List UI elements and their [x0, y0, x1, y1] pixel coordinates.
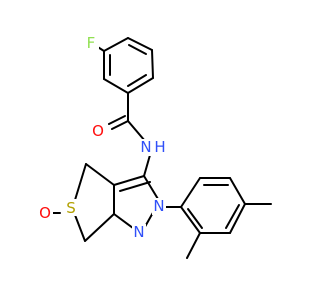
chemical-structure-diagram: F O N H N N S O: [37, 34, 272, 259]
aromatic-bond: [225, 204, 240, 229]
carbonyl-double-bond: [108, 115, 126, 125]
amide-nitrogen-label: N: [140, 138, 151, 156]
fluorine-atom-label: F: [87, 34, 96, 52]
carbonyl-double-bond: [111, 120, 129, 130]
bond: [127, 77, 154, 94]
bond: [127, 120, 146, 142]
bond: [127, 37, 153, 51]
sulfur-label: S: [66, 199, 76, 217]
bond: [113, 175, 145, 186]
amide-group: [108, 92, 151, 177]
methyl-bond: [186, 232, 201, 259]
bond: [85, 163, 115, 186]
bond: [74, 214, 86, 242]
bond: [229, 203, 246, 234]
atom-labels: F O N H N N S O: [37, 34, 166, 241]
aromatic-bond: [187, 208, 203, 229]
bond: [103, 78, 129, 94]
sulfoxide-oxygen-label: O: [39, 204, 51, 222]
aromatic-bond: [128, 44, 147, 55]
pyrazole-n2-label: N: [153, 197, 164, 215]
amide-hydrogen-label: H: [154, 138, 165, 156]
bond: [180, 206, 201, 234]
bond: [151, 49, 154, 79]
aromatic-bond: [127, 74, 147, 87]
fluorophenyl-ring: [103, 37, 154, 94]
bond: [119, 181, 151, 192]
dimethylphenyl-ring: [164, 177, 246, 234]
bond: [229, 177, 246, 205]
pyrazole-n1-label: N: [133, 223, 144, 241]
bond: [143, 175, 159, 200]
bond: [143, 154, 151, 177]
bond: [84, 213, 115, 242]
bond: [180, 177, 201, 208]
bond: [74, 163, 87, 201]
carbonyl-oxygen-label: O: [92, 122, 104, 140]
bond: [103, 37, 129, 52]
